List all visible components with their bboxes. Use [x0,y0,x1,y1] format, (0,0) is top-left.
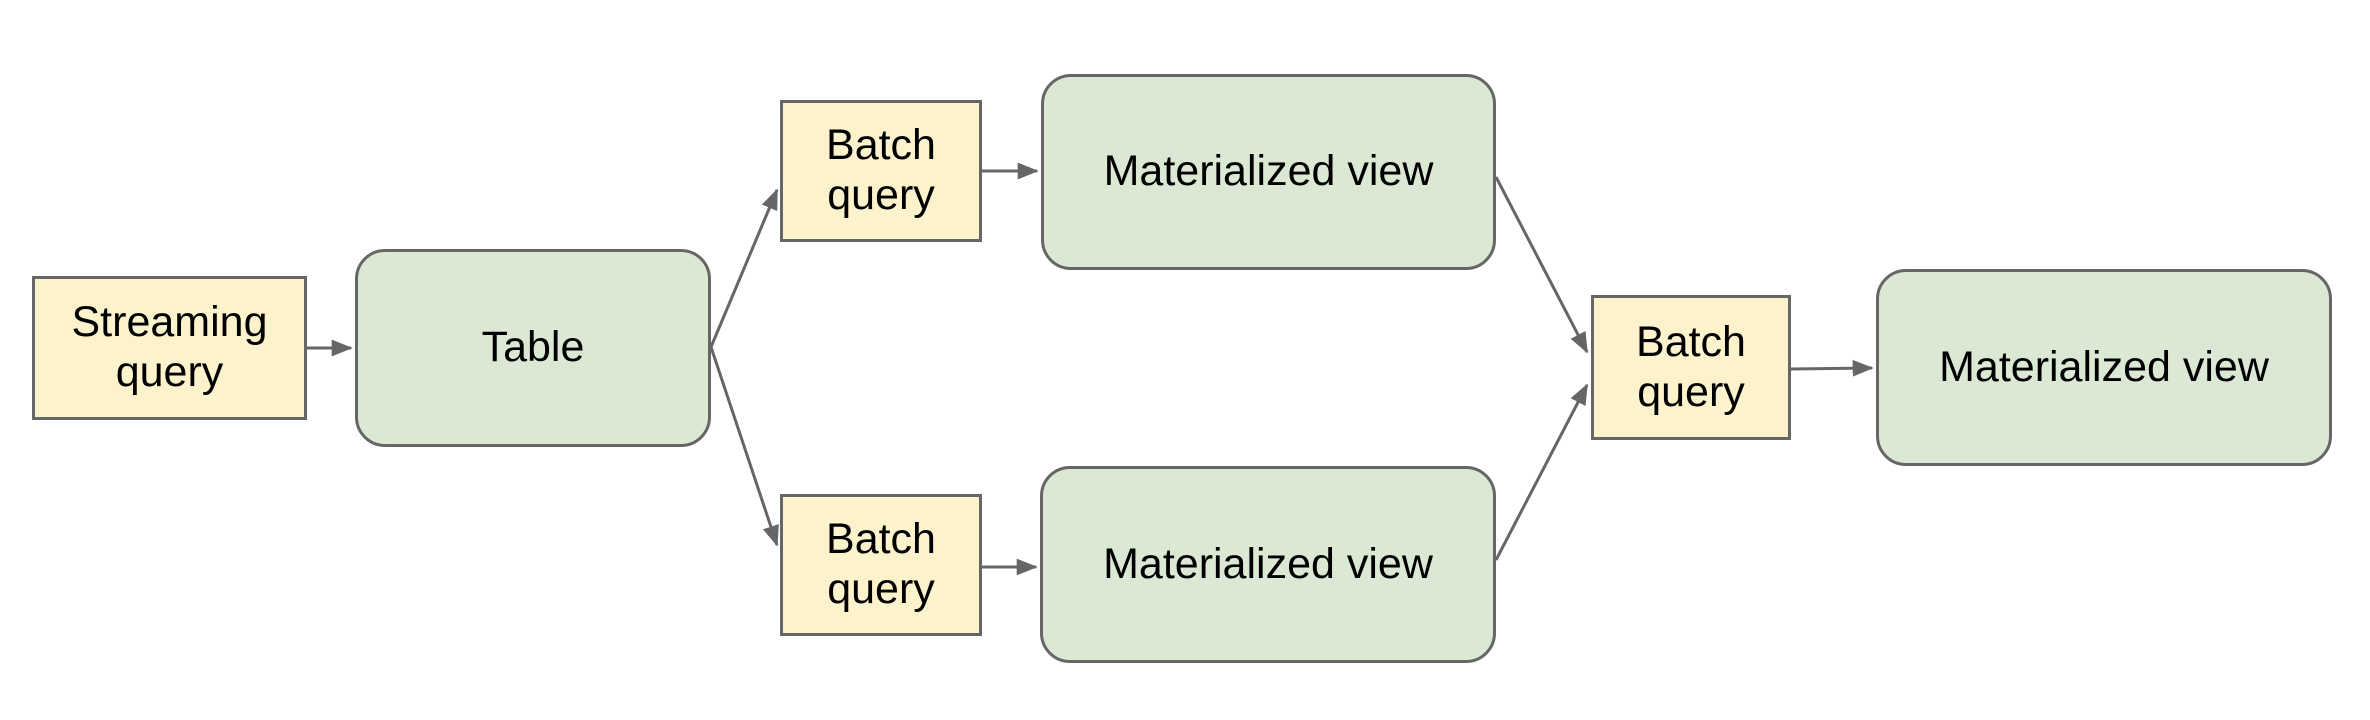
node-label: Batch query [826,121,936,219]
node-materialized-view-final: Materialized view [1876,269,2332,466]
node-label: Materialized view [1103,147,1434,196]
node-batch-query-bottom: Batch query [780,494,982,636]
node-label: Materialized view [1103,539,1433,588]
edge-materialized-view-bottom-to-batch-query-final [1494,383,1589,561]
node-label: Streaming query [71,298,268,396]
node-label: Batch query [1636,317,1746,416]
node-materialized-view-bottom: Materialized view [1040,466,1496,663]
node-batch-query-top: Batch query [780,100,982,242]
node-table: Table [355,249,711,447]
edge-materialized-view-top-to-batch-query-final [1494,176,1589,354]
node-label: Batch query [826,515,936,613]
node-materialized-view-top: Materialized view [1041,74,1496,270]
edge-table-to-batch-query-bottom [709,346,779,547]
node-streaming-query: Streaming query [32,276,307,420]
node-batch-query-final: Batch query [1591,295,1791,440]
edge-table-to-batch-query-top [709,188,779,348]
node-label: Table [481,323,585,372]
node-label: Materialized view [1939,342,2269,391]
edge-batch-query-final-to-materialized-view-final [1790,359,1874,377]
